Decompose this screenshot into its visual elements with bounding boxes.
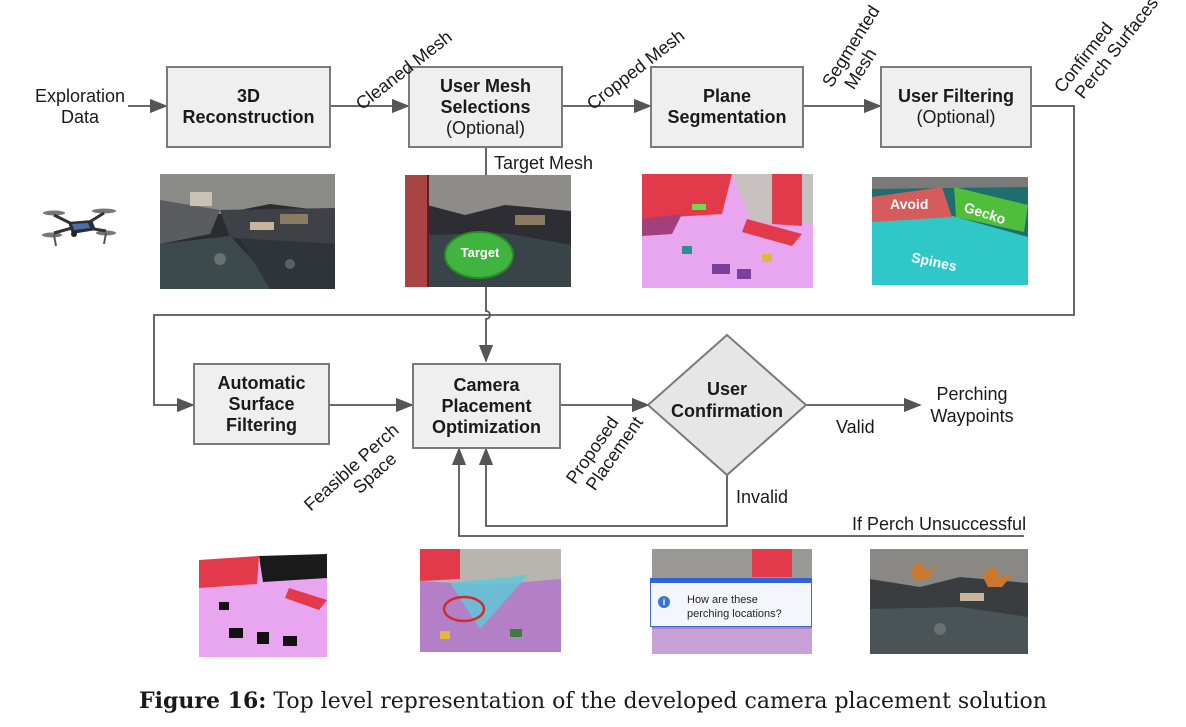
arrow-unsuccessful-loop: [451, 447, 1024, 537]
drone-icon: [42, 208, 116, 247]
mesh-selection-line1: User Mesh: [439, 75, 532, 96]
waypoints-line1: Perching: [936, 384, 1008, 404]
dialog-line1: How are these: [687, 594, 758, 606]
caption-label: Figure 16:: [139, 688, 267, 714]
user-confirmation-line2: Confirmation: [671, 401, 783, 421]
camera-optimization-line3: Optimization: [432, 416, 541, 437]
exploration-line1: Exploration: [34, 86, 126, 106]
arrow-target-mesh-to-optimization: [478, 148, 494, 363]
confirmation-dialog[interactable]: i How are these perching locations?: [650, 578, 812, 627]
segmentation-image: [642, 174, 813, 288]
mesh-selection-line2: Selections: [440, 96, 531, 117]
plane-segmentation-line1: Plane: [702, 86, 752, 106]
reconstruction-image: [160, 174, 335, 289]
arrow-invalid-loop: [478, 447, 728, 527]
valid-label: Valid: [836, 417, 875, 437]
user-filtering-image: [872, 177, 1028, 285]
perching-waypoints-label: Perching Waypoints: [922, 383, 1022, 427]
perching-result-image: [870, 549, 1028, 654]
auto-filtering-line1: Automatic: [217, 372, 306, 393]
user-filtering-line2: (Optional): [916, 107, 996, 127]
target-selection-image: [405, 175, 571, 287]
plane-segmentation-box: Plane Segmentation: [650, 66, 804, 148]
mesh-selection-box: User Mesh Selections (Optional): [408, 66, 563, 148]
target-mesh-label: Target Mesh: [494, 153, 594, 173]
invalid-label: Invalid: [736, 487, 789, 507]
user-filtering-box: User Filtering (Optional): [880, 66, 1032, 148]
info-icon: i: [658, 596, 670, 608]
perch-unsuccessful-label: If Perch Unsuccessful: [852, 514, 1027, 534]
reconstruction-box: 3D Reconstruction: [166, 66, 331, 148]
line-confirmed-perch-return: [153, 105, 1075, 413]
user-filtering-line1: User Filtering: [897, 86, 1015, 106]
auto-filtering-box: Automatic Surface Filtering: [193, 363, 330, 445]
camera-optimization-line1: Camera: [453, 374, 520, 395]
user-confirmation-label: User Confirmation: [648, 378, 806, 422]
caption-text: Top level representation of the develope…: [273, 689, 1047, 714]
mesh-selection-line3: (Optional): [445, 117, 526, 138]
auto-filtering-image: [199, 548, 327, 657]
dialog-line2: perching locations?: [687, 608, 782, 620]
target-label: Target: [460, 245, 500, 260]
waypoints-line2: Waypoints: [930, 406, 1014, 426]
reconstruction-line2: Reconstruction: [182, 107, 315, 127]
plane-segmentation-line2: Segmentation: [667, 107, 787, 127]
camera-optimization-box: Camera Placement Optimization: [412, 363, 561, 449]
camera-placement-image: [420, 549, 561, 652]
reconstruction-line1: 3D: [236, 86, 260, 106]
user-confirmation-line1: User: [706, 379, 748, 399]
auto-filtering-line3: Filtering: [226, 414, 297, 435]
exploration-data-label: Exploration Data: [28, 86, 132, 128]
dialog-text: How are these perching locations?: [687, 593, 782, 621]
figure-caption: Figure 16: Top level representation of t…: [0, 688, 1186, 714]
auto-filtering-line2: Surface: [228, 393, 295, 414]
camera-optimization-line2: Placement: [441, 395, 532, 416]
user-confirmation-diamond: [646, 333, 808, 477]
exploration-line2: Data: [60, 107, 100, 127]
avoid-label: Avoid: [890, 196, 929, 212]
